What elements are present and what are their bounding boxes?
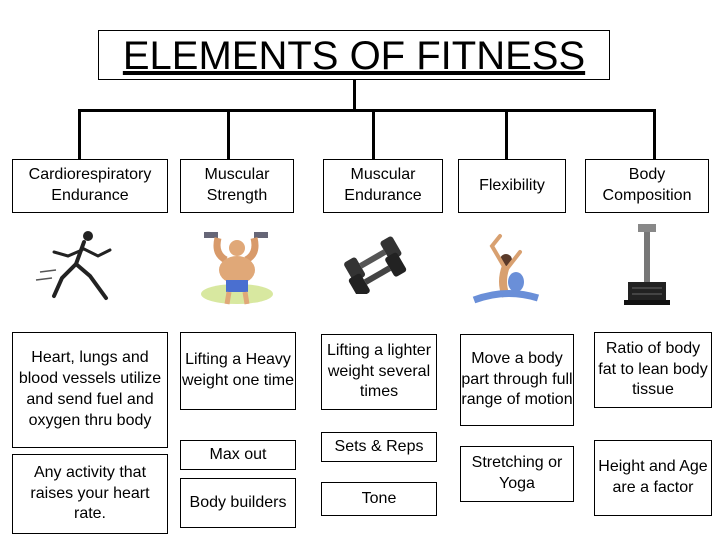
connector-drop-1	[78, 109, 81, 159]
connector-drop-2	[227, 109, 230, 159]
detail-flexibility-definition: Move a body part through full range of m…	[460, 334, 574, 426]
scale-icon	[624, 224, 670, 305]
detail-endurance-tone: Tone	[321, 482, 437, 516]
detail-strength-bodybuilders: Body builders	[180, 478, 296, 528]
detail-cardio-definition: Heart, lungs and blood vessels utilize a…	[12, 332, 168, 448]
detail-composition-factors: Height and Age are a factor	[594, 440, 712, 516]
connector-drop-3	[372, 109, 375, 159]
bodybuilder-icon	[201, 232, 273, 305]
detail-strength-definition: Lifting a Heavy weight one time	[180, 332, 296, 410]
connector-drop-5	[653, 109, 656, 159]
diagram-title: ELEMENTS OF FITNESS	[98, 30, 610, 80]
header-muscular-strength: Muscular Strength	[180, 159, 294, 213]
connector-bar	[78, 109, 656, 112]
detail-endurance-sets: Sets & Reps	[321, 432, 437, 462]
dumbbells-icon	[344, 236, 407, 294]
yoga-pose-icon	[472, 234, 540, 304]
detail-flexibility-examples: Stretching or Yoga	[460, 446, 574, 502]
connector-trunk	[353, 80, 356, 110]
header-muscular-endurance: Muscular Endurance	[323, 159, 443, 213]
header-body-composition: Body Composition	[585, 159, 709, 213]
detail-cardio-activity: Any activity that raises your heart rate…	[12, 454, 168, 534]
runner-icon	[35, 231, 112, 300]
header-flexibility: Flexibility	[458, 159, 566, 213]
detail-strength-maxout: Max out	[180, 440, 296, 470]
detail-composition-definition: Ratio of body fat to lean body tissue	[594, 332, 712, 408]
connector-drop-4	[505, 109, 508, 159]
header-cardiorespiratory: Cardiorespiratory Endurance	[12, 159, 168, 213]
detail-endurance-definition: Lifting a lighter weight several times	[321, 334, 437, 410]
